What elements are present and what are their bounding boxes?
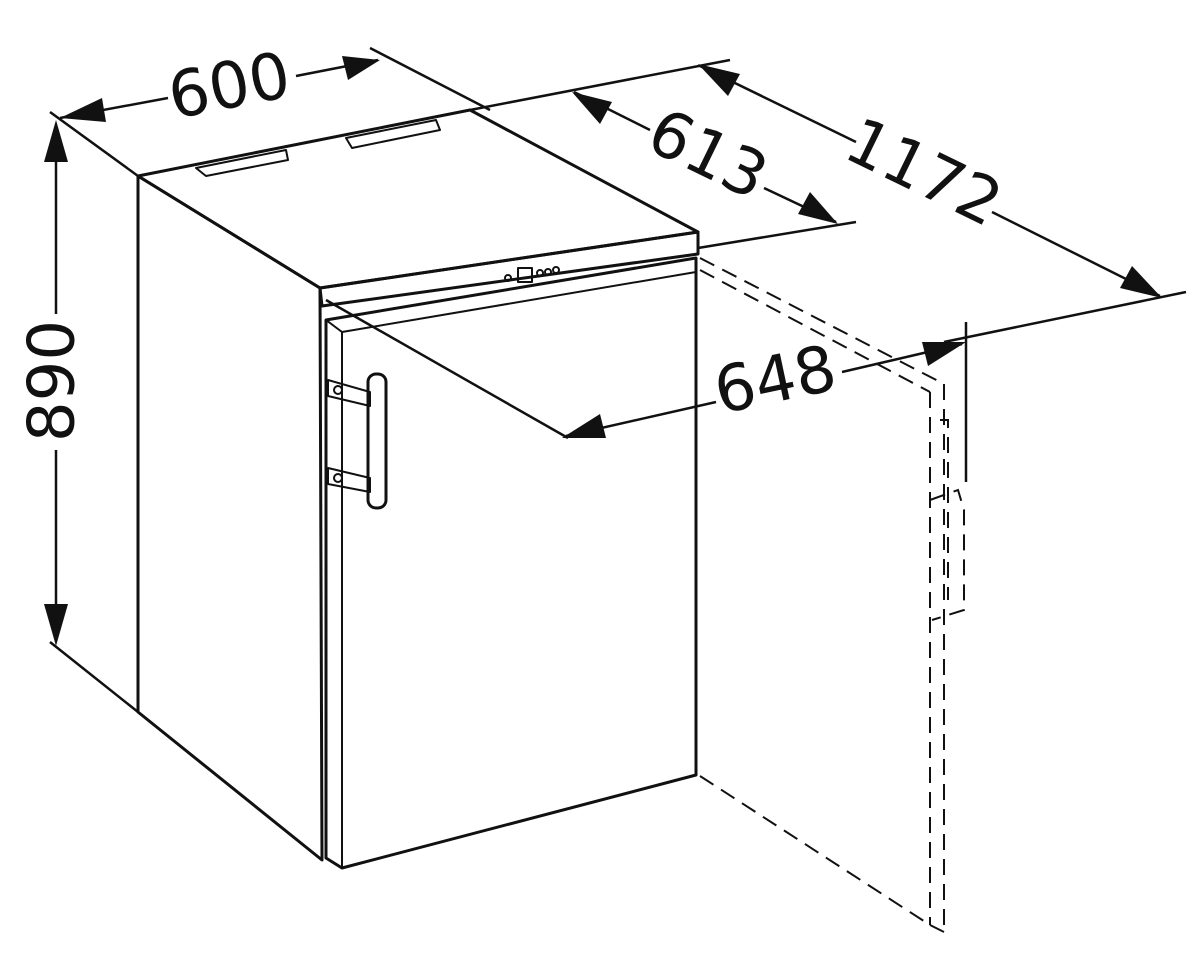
dimension-depth-613: 613 xyxy=(572,90,838,224)
door-top-inner xyxy=(341,271,697,333)
dimension-label-648: 648 xyxy=(708,332,843,430)
open-door-outline xyxy=(699,257,965,933)
dimension-label-1172: 1172 xyxy=(834,104,1013,242)
dimension-depth-1172: 1172 xyxy=(698,64,1162,298)
door-top-edge xyxy=(325,319,343,333)
dimension-depth-648: 648 xyxy=(562,332,966,438)
appliance-door xyxy=(324,256,698,870)
top-vent-left xyxy=(195,149,289,177)
control-display xyxy=(504,266,560,283)
cabinet-side-panel xyxy=(136,174,324,862)
appliance-body xyxy=(136,108,700,870)
door-handle xyxy=(327,372,388,510)
dimension-label-600: 600 xyxy=(162,39,296,135)
cabinet-top-surface xyxy=(136,108,700,290)
dimension-height: 890 xyxy=(16,120,90,646)
dimension-label-890: 890 xyxy=(16,320,90,442)
control-panel-strip xyxy=(318,230,700,308)
dimension-label-613: 613 xyxy=(636,95,778,215)
top-vent-right xyxy=(345,119,441,149)
extension-lines xyxy=(49,46,1187,713)
dimension-width: 600 xyxy=(59,39,380,135)
